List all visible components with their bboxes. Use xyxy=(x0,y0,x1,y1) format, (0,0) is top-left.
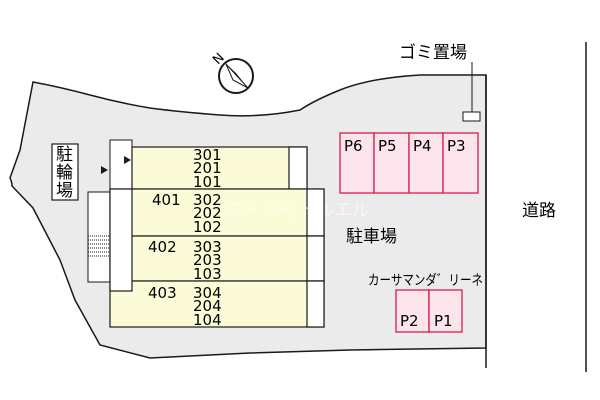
unit-number: 102 xyxy=(193,218,222,236)
unit-number: 201 xyxy=(193,159,222,177)
bicycle-label-3: 場 xyxy=(56,181,73,201)
building-row-2 xyxy=(109,188,325,237)
building xyxy=(109,146,325,328)
trash-area-label: ゴミ置場 xyxy=(399,42,467,63)
unit-number: 303 xyxy=(193,238,222,256)
parking-label-p1: P1 xyxy=(434,312,453,330)
parking-lot-label: 駐車場 xyxy=(346,227,397,247)
balcony xyxy=(306,235,325,282)
unit-number: 204 xyxy=(193,297,222,315)
bicycle-label-2: 輪 xyxy=(56,163,73,183)
unit-number: 402 xyxy=(148,238,177,256)
unit-number: 403 xyxy=(148,284,177,302)
bicycle-parking-box xyxy=(51,143,79,201)
unit-number: 101 xyxy=(193,173,222,191)
north-arrow-icon: N xyxy=(210,50,254,94)
parking-space-p1 xyxy=(428,289,463,333)
unit-number: 401 xyxy=(152,191,181,209)
balcony xyxy=(288,146,308,190)
parking-space-p2 xyxy=(395,289,430,333)
watermark: エ・シャトルエル xyxy=(226,200,370,221)
building-row-4 xyxy=(109,280,325,328)
balcony xyxy=(306,280,325,328)
unit-number: 302 xyxy=(193,191,222,209)
parking-label-p5: P5 xyxy=(378,137,397,155)
parking-label-p6: P6 xyxy=(344,137,363,155)
stair-core xyxy=(109,188,133,292)
parking-row-top xyxy=(339,132,479,194)
bicycle-label-1: 駐 xyxy=(56,145,73,165)
unit-number: 203 xyxy=(193,251,222,269)
car-sharing-label: カーサマンダ゛リーネ xyxy=(368,273,483,289)
parking-space-p3 xyxy=(442,132,479,194)
building-row-1 xyxy=(131,146,308,190)
parking-label-p2: P2 xyxy=(400,312,419,330)
entrance-arrow-icon xyxy=(101,166,108,174)
unit-number: 202 xyxy=(193,204,222,222)
entrance-arrow-icon xyxy=(124,156,131,164)
trash-box xyxy=(462,111,481,122)
parking-space-p6 xyxy=(339,132,375,194)
unit-number: 103 xyxy=(193,265,222,283)
parking-label-p4: P4 xyxy=(413,137,432,155)
parking-space-p5 xyxy=(373,132,410,194)
parking-label-p3: P3 xyxy=(447,137,466,155)
unit-number: 304 xyxy=(193,284,222,302)
road-label: 道路 xyxy=(522,201,556,221)
unit-number: 301 xyxy=(193,146,222,164)
unit-number: 104 xyxy=(193,311,222,329)
